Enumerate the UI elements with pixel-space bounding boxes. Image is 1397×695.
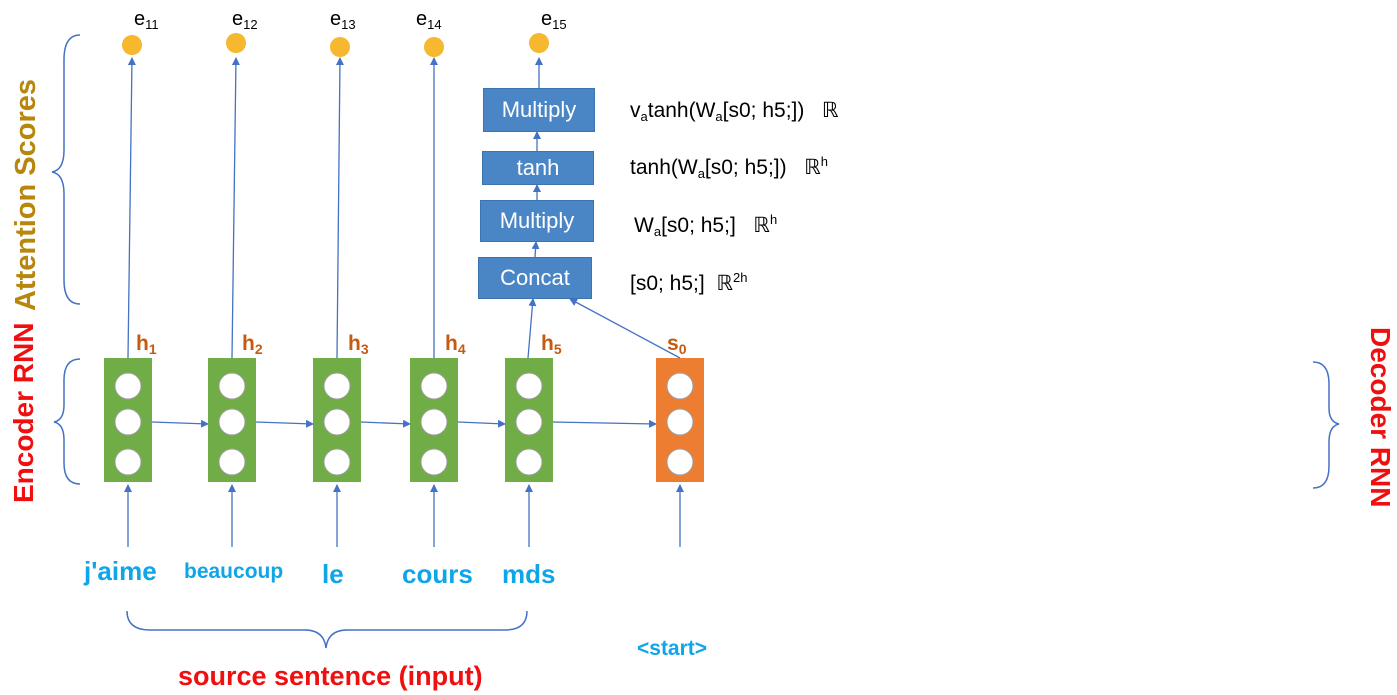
score-dot-3 — [330, 37, 350, 57]
decoder-cell-unit-2 — [666, 408, 694, 436]
h5-to-concat-arrow — [527, 298, 537, 359]
recurrence-arrow-1 — [151, 419, 209, 428]
score-dot-4 — [424, 37, 444, 57]
formula-multiply2: vatanh(Wa[s0; h5;]) ℝ — [630, 99, 839, 124]
encoder-cell-4-unit-2 — [420, 408, 448, 436]
recurrence-arrow-3 — [360, 419, 411, 428]
encoder-cell-4-unit-1 — [420, 372, 448, 400]
formula-concat: [s0; h5;] ℝ2h — [630, 270, 748, 295]
formula-multiply1: Wa[s0; h5;] ℝh — [634, 212, 778, 239]
source-sentence-label: source sentence (input) — [178, 661, 483, 691]
tanh-op-box: tanh — [482, 151, 594, 185]
encoder-cell-3-unit-2 — [323, 408, 351, 436]
decoder-start-token: <start> — [637, 637, 708, 660]
decoder-cell-unit-1 — [666, 372, 694, 400]
score-label-e13: e13 — [330, 8, 356, 32]
concat-op-box: Concat — [478, 257, 592, 299]
s0-to-concat-arrow — [569, 298, 681, 359]
input-word-2: beaucoup — [184, 560, 284, 583]
encoder-cell-5-unit-2 — [515, 408, 543, 436]
hidden-label-h4: h4 — [445, 332, 466, 357]
recurrence-arrow-2 — [255, 419, 314, 428]
encoder-cell-5-unit-1 — [515, 372, 543, 400]
attention-scores-label: Attention Scores — [10, 78, 42, 312]
encoder-rnn-label: Encoder RNN — [8, 322, 39, 503]
encoder-cell-5-unit-3 — [515, 448, 543, 476]
encoder-cell-3-unit-1 — [323, 372, 351, 400]
score-arrow-2 — [231, 57, 240, 359]
multiply-op-box: Multiply — [480, 200, 594, 242]
score-dot-1 — [122, 35, 142, 55]
score-arrow-3 — [335, 57, 344, 359]
encoder-cell-2-unit-2 — [218, 408, 246, 436]
concat-to-multiply-arrow — [531, 241, 540, 258]
score-label-e11: e11 — [134, 8, 159, 32]
score-label-e12: e12 — [232, 8, 258, 32]
formula-tanh: tanh(Wa[s0; h5;]) ℝh — [630, 154, 829, 181]
decoder-rnn-label: Decoder RNN — [1365, 327, 1396, 508]
hidden-label-h2: h2 — [242, 332, 263, 357]
encoder-cell-3-unit-3 — [323, 448, 351, 476]
decoder-cell-unit-3 — [666, 448, 694, 476]
score-label-e15: e15 — [541, 8, 567, 32]
encoder-cell-1-unit-1 — [114, 372, 142, 400]
hidden-label-h1: h1 — [136, 332, 157, 357]
score-dot-5 — [529, 33, 549, 53]
input-word-5: mds — [502, 559, 556, 589]
hidden-label-h5: h5 — [541, 332, 562, 357]
hidden-label-h3: h3 — [348, 332, 369, 357]
decoder-state-label-s0: s0 — [667, 332, 687, 357]
recurrence-arrow-5 — [552, 419, 657, 428]
score-label-e14: e14 — [416, 8, 442, 32]
encoder-cell-2-unit-3 — [218, 448, 246, 476]
input-word-4: cours — [402, 559, 473, 589]
encoder-brace — [53, 358, 81, 485]
encoder-cell-4-unit-3 — [420, 448, 448, 476]
attention-brace — [51, 34, 81, 305]
encoder-cell-1-unit-2 — [114, 408, 142, 436]
multiply-op-box-top: Multiply — [483, 88, 595, 132]
input-word-1: j'aime — [84, 556, 157, 586]
encoder-cell-1-unit-3 — [114, 448, 142, 476]
encoder-cell-2-unit-1 — [218, 372, 246, 400]
score-dot-2 — [226, 33, 246, 53]
score-arrow-1 — [127, 57, 136, 359]
recurrence-arrow-4 — [457, 419, 506, 428]
input-word-3: le — [322, 559, 344, 589]
decoder-brace — [1312, 361, 1340, 489]
